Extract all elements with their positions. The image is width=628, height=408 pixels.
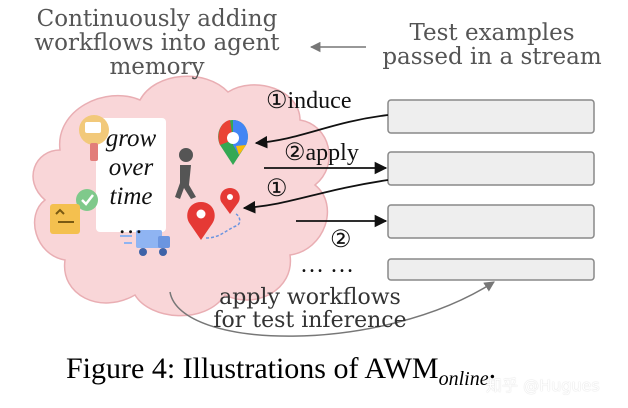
test-example-box (387, 204, 595, 239)
memory-note-card (96, 118, 166, 232)
test-example-box (387, 258, 595, 281)
location-pin-icon (187, 188, 241, 240)
test-example-box (387, 151, 595, 186)
check-badge-icon (76, 189, 98, 211)
map-pin-icon (218, 120, 248, 165)
delivery-truck-icon (120, 230, 170, 256)
watermark: 知乎 @Hugues (486, 376, 600, 395)
walking-person-icon (175, 148, 196, 199)
inference-loop-arrow (169, 281, 495, 337)
step-one-label: ① (266, 176, 288, 202)
memory-note-line: … (119, 212, 143, 239)
caption-main: Figure 4: Illustrations of AWM (66, 352, 439, 385)
memory-title-line: Continuously adding (36, 6, 278, 32)
memory-title-line: workflows into agent (34, 30, 280, 56)
stream-title: Test examples passed in a stream (374, 21, 610, 69)
induce-arrow (254, 114, 389, 149)
step-two-label: ② (330, 227, 352, 253)
test-example-box (387, 99, 595, 134)
memory-note-line: grow (105, 125, 157, 152)
stream-title-line: passed in a stream (382, 44, 602, 70)
more-examples-ellipsis: … … (300, 252, 354, 278)
inference-note-line: apply workflows (219, 285, 401, 310)
stream-title-line: Test examples (409, 20, 575, 46)
package-box-icon (50, 204, 80, 234)
chat-badge-icon (79, 115, 109, 161)
caption-subscript: online (438, 368, 489, 390)
memory-title: Continuously adding workflows into agent… (12, 7, 302, 79)
inference-note-line: for test inference (213, 308, 407, 333)
induce-arrow-2 (242, 179, 389, 214)
memory-title-line: memory (109, 54, 205, 80)
caption-tail: . (488, 352, 497, 385)
test-example-boxes (387, 99, 595, 281)
memory-note-line: time (109, 183, 153, 210)
step-induce-label: ①induce (266, 88, 352, 114)
memory-note: grow over time … (96, 124, 166, 240)
step-apply-label: ②apply (284, 140, 359, 166)
inference-note: apply workflows for test inference (190, 286, 430, 332)
figure-caption: Figure 4: Illustrations of AWMonline. (66, 352, 496, 391)
memory-note-line: over (108, 154, 154, 181)
